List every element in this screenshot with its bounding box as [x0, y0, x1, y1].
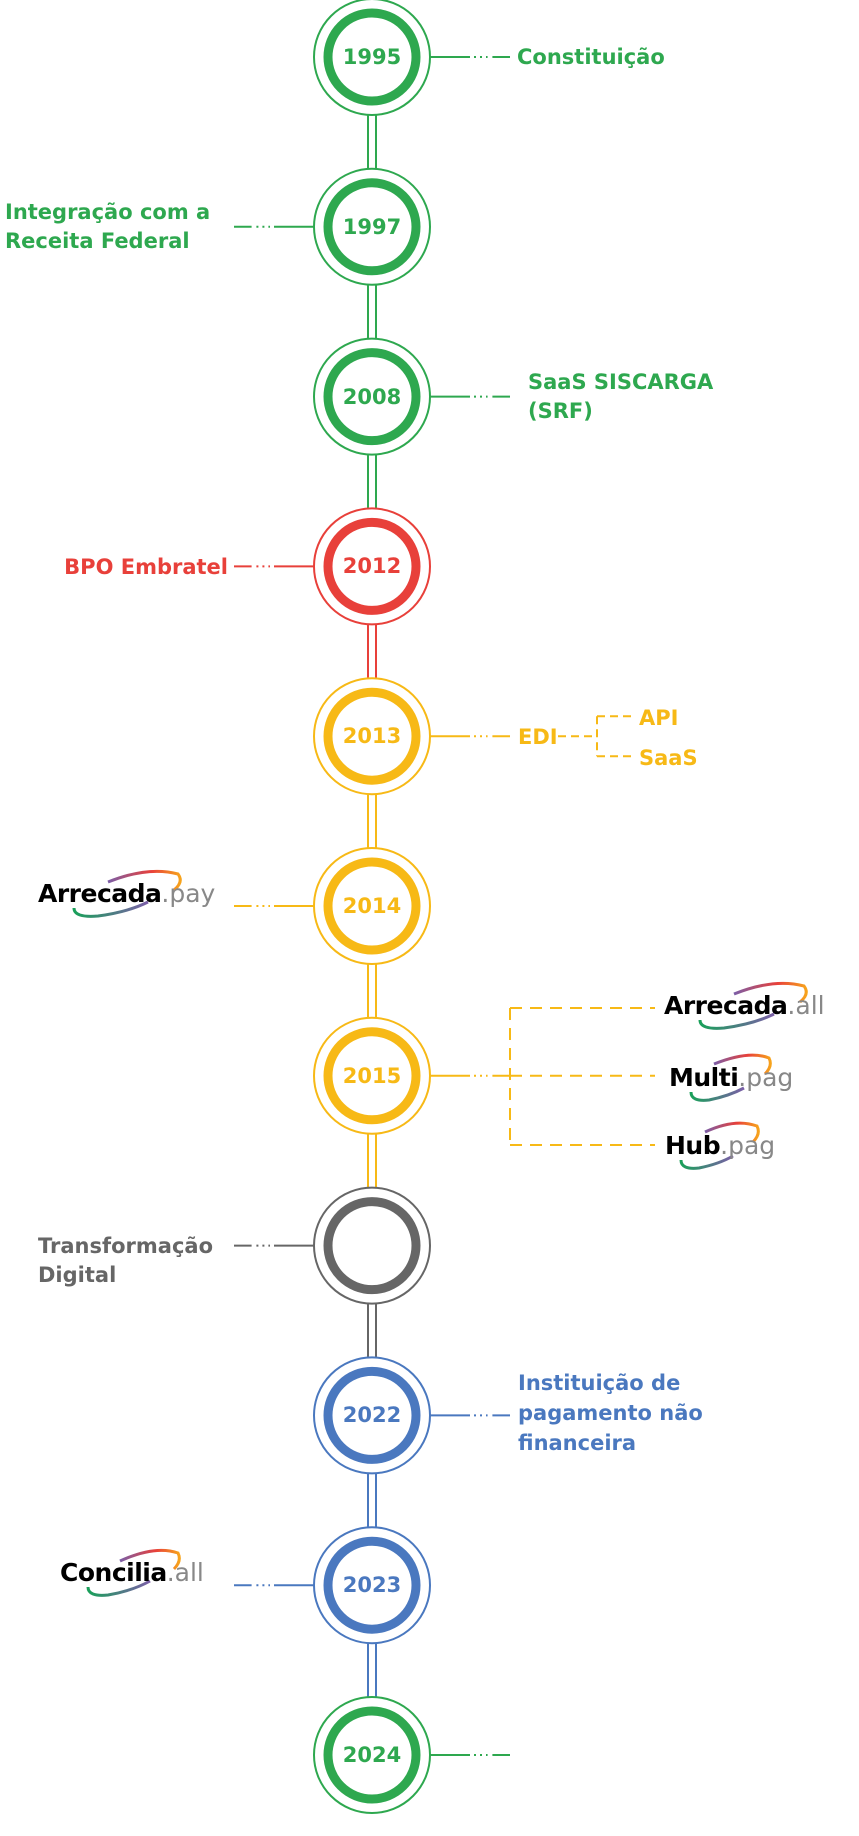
logo-word: Arrecada [664, 991, 788, 1020]
label-saas: SaaS [639, 746, 698, 770]
logo-suffix: .pag [738, 1063, 794, 1092]
logo-arrecada-all: Arrecada.all [664, 980, 854, 1030]
node-year: 2013 [342, 724, 402, 749]
node-inner-ring [323, 1197, 421, 1295]
label-instituicao-line1: Instituição de [518, 1371, 681, 1395]
label-siscarga-line1: SaaS SISCARGA [528, 370, 714, 394]
logo-word: Multi [669, 1063, 739, 1092]
node-year: 1997 [342, 214, 402, 239]
node-year: 2015 [342, 1063, 402, 1088]
node-inner-ring [323, 1536, 421, 1634]
label-embratel: BPO Embratel [64, 555, 228, 579]
node-inner-ring [323, 8, 421, 106]
label-constituicao: Constituição [517, 45, 665, 69]
logo-arrecada-pay: Arrecada.pay [38, 868, 228, 918]
node-year: 1995 [342, 45, 402, 69]
logo-multi-pag: Multi.pag [669, 1052, 799, 1102]
node-inner-ring [323, 178, 421, 276]
label-instituicao-line2: pagamento não [518, 1401, 703, 1425]
swoosh-icon [689, 1053, 772, 1102]
edi-branch-bracket [558, 715, 636, 758]
logo-hub-pag: Hub.pag [665, 1120, 785, 1170]
swoosh-icon [698, 981, 808, 1030]
label-transformacao-line2: Digital [38, 1263, 117, 1287]
label-receita-line1: Integração com a [5, 200, 211, 224]
node-inner-ring [323, 687, 421, 785]
logo-suffix: .pag [720, 1131, 776, 1160]
node-inner-ring [323, 517, 421, 615]
node-year: 2024 [342, 1743, 402, 1767]
node-inner-ring [323, 1366, 421, 1464]
swoosh-icon [72, 869, 182, 918]
swoosh-icon [679, 1121, 760, 1170]
label-api: API [639, 706, 679, 730]
swoosh-icon [86, 1548, 181, 1597]
label-receita-line2: Receita Federal [5, 229, 190, 253]
label-transformacao-line1: Transformação [38, 1234, 214, 1258]
node-inner-ring [323, 1027, 421, 1125]
node-year: 2022 [342, 1403, 402, 1428]
products-branch-bracket [509, 1007, 655, 1146]
node-year: 2023 [342, 1573, 402, 1598]
node-inner-ring [323, 348, 421, 446]
node-inner-ring [323, 857, 421, 955]
logo-suffix: .all [787, 991, 825, 1020]
label-edi: EDI [518, 725, 558, 749]
logo-word: Arrecada [38, 879, 162, 908]
node-year: 2014 [342, 894, 402, 918]
logo-concilia-all: Concilia.all [60, 1547, 220, 1597]
label-siscarga-line2: (SRF) [528, 399, 593, 423]
node-year: 2012 [342, 554, 402, 579]
logo-suffix: .all [166, 1558, 204, 1587]
node-year: 2008 [342, 384, 402, 409]
logo-word: Concilia [60, 1558, 167, 1587]
label-instituicao-line3: financeira [518, 1431, 637, 1455]
node-inner-ring [323, 1706, 421, 1804]
logo-word: Hub [665, 1131, 721, 1160]
logo-suffix: .pay [161, 879, 216, 908]
